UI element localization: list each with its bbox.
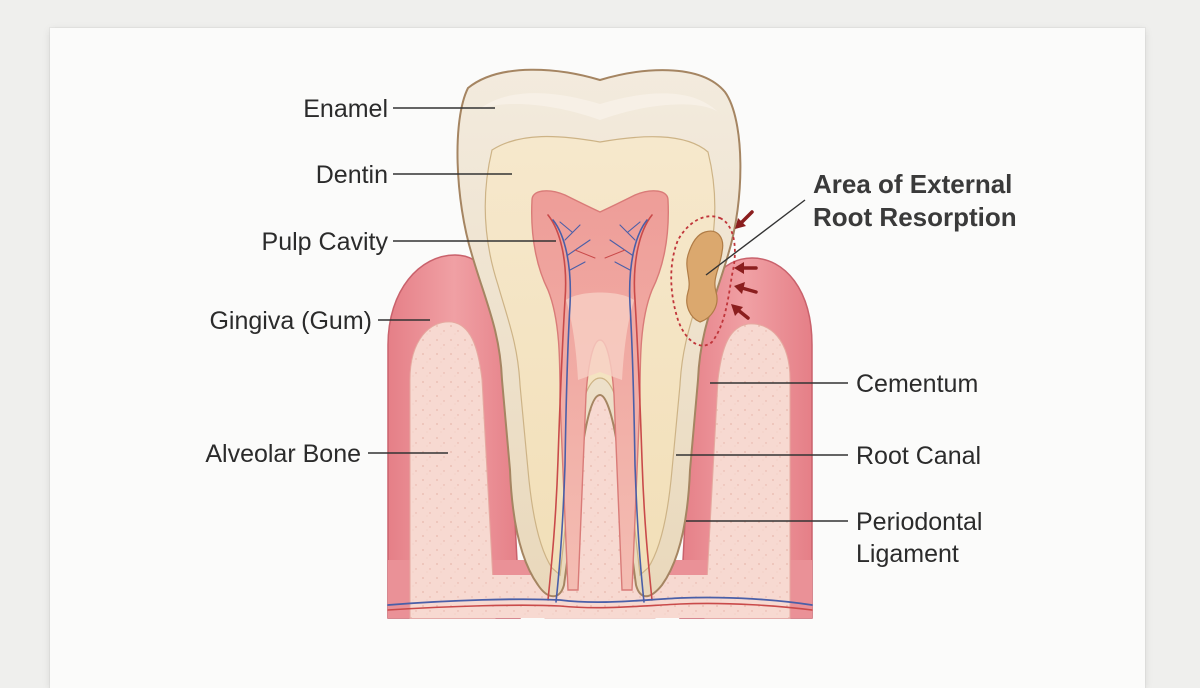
crown-surface — [478, 93, 718, 120]
nerves-and-vessels — [387, 214, 813, 611]
label-resorption-line2: Root Resorption — [813, 202, 1017, 232]
label-enamel: Enamel — [303, 95, 388, 123]
arrow-icon — [731, 304, 750, 320]
tooth — [387, 68, 813, 611]
label-root-canal: Root Canal — [856, 442, 981, 470]
label-resorption-line1: Area of External — [813, 169, 1012, 199]
label-dentin: Dentin — [316, 161, 388, 189]
alveolar-bone-base — [412, 575, 788, 618]
resorption-lesion — [686, 230, 724, 323]
labels: Enamel Dentin Pulp Cavity Gingiva (Gum) … — [205, 95, 1016, 568]
arrow-icon — [735, 210, 754, 229]
label-alveolar-bone: Alveolar Bone — [205, 440, 361, 468]
tooth-diagram: Enamel Dentin Pulp Cavity Gingiva (Gum) … — [205, 68, 1017, 619]
label-periodontal-line1: Periodontal — [856, 508, 982, 536]
arrow-icon — [734, 262, 758, 274]
leader-resorption — [705, 199, 806, 276]
label-gingiva: Gingiva (Gum) — [209, 307, 372, 335]
label-cementum: Cementum — [856, 370, 978, 398]
resorption-arrows — [731, 210, 758, 320]
alveolar-bone-right — [704, 323, 791, 619]
gingiva-and-bone — [387, 254, 813, 619]
arrow-icon — [734, 282, 758, 294]
leader-lines — [368, 107, 848, 522]
label-pulp-cavity: Pulp Cavity — [262, 228, 389, 256]
label-periodontal-line2: Ligament — [856, 540, 959, 568]
alveolar-bone-left — [409, 321, 496, 619]
root-canal-inner — [566, 292, 634, 380]
